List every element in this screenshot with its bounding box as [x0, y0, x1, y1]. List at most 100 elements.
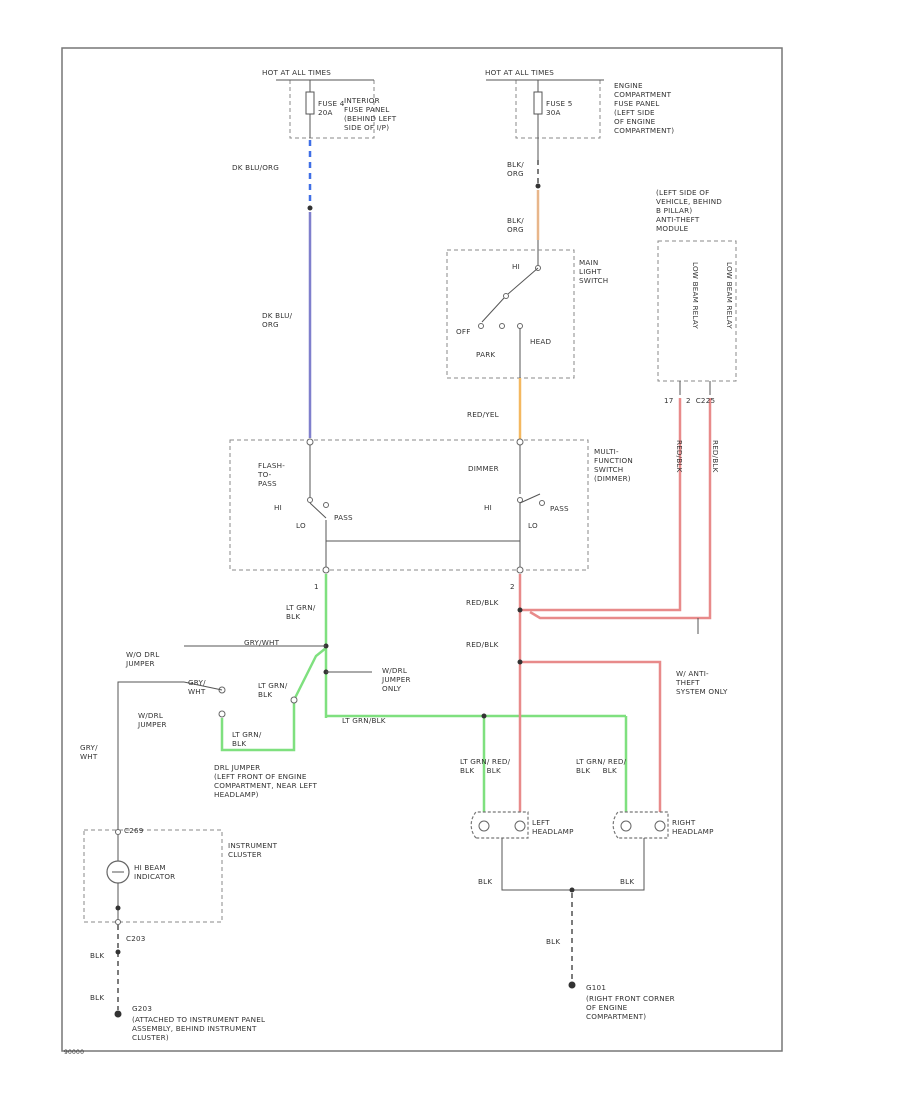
label-module-pin-a: LOW BEAM RELAY	[691, 262, 700, 329]
ground-g203	[114, 1010, 122, 1018]
instrument-cluster-box	[83, 829, 223, 923]
splice-dot-right-1	[535, 183, 541, 189]
text-line: TO-	[257, 470, 272, 479]
switch-contact-park	[499, 323, 505, 329]
label-wire-red-blk-antitheft-1: RED/BLK	[675, 440, 684, 473]
text-line: COMPARTMENT	[614, 90, 672, 99]
text-line: OF ENGINE	[586, 1003, 628, 1012]
switch-contact-off	[478, 323, 484, 329]
text-line: FUNCTION	[594, 456, 633, 465]
label-lo-right: LO	[528, 521, 538, 530]
text-line: DK BLU/	[262, 311, 293, 320]
label-blk-2: BLK	[90, 993, 104, 1002]
label-g-right-id: G101	[586, 983, 606, 992]
text-line: SWITCH	[594, 465, 623, 474]
left-headlamp-hi-filament	[514, 820, 526, 832]
ground-g101	[568, 981, 576, 989]
text-line: VEHICLE, BEHIND	[656, 197, 722, 206]
text-line: ONLY	[382, 684, 402, 693]
text-line: JUMPER	[381, 675, 411, 684]
label-footer-code: 90000	[64, 1049, 84, 1056]
switch-blade-lower	[481, 297, 505, 323]
text-line: JUMPER	[125, 659, 155, 668]
text-line: INTERIOR	[344, 96, 380, 105]
label-hi-right: HI	[484, 503, 492, 512]
text-line: (BEHIND LEFT	[344, 114, 397, 123]
label-pass-right: PASS	[550, 504, 569, 513]
mfs-flash-contact	[307, 497, 313, 503]
multi-function-switch-box	[229, 439, 589, 571]
label-hot-right: HOT AT ALL TIMES	[485, 68, 554, 77]
antitheft-module-box	[657, 240, 737, 382]
wire-gry-wht-left	[117, 681, 184, 832]
label-sw-hi: HI	[512, 262, 520, 271]
label-g-left-id: G203	[132, 1004, 152, 1013]
text-line: ASSEMBLY, BEHIND INSTRUMENT	[132, 1024, 257, 1033]
text-line: BLK	[258, 690, 272, 699]
cluster-input-pin	[115, 829, 121, 835]
text-line: (ATTACHED TO INSTRUMENT PANEL	[132, 1015, 265, 1024]
wo-drl-jumper-link	[183, 681, 223, 691]
text-line: W/O DRL	[126, 650, 159, 659]
text-line: THEFT	[675, 678, 700, 687]
text-line: FUSE 4	[318, 99, 345, 108]
text-line: DK BLU/ORG	[232, 163, 279, 172]
text-line: ORG	[262, 320, 279, 329]
text-line: INSTRUMENT	[228, 841, 278, 850]
label-module-pin-b: LOW BEAM RELAY	[725, 262, 734, 329]
label-wire-red-blk-1: RED/BLK	[466, 598, 499, 607]
text-line: SYSTEM ONLY	[676, 687, 728, 696]
mfs-dimmer-blade	[519, 493, 541, 504]
mfs-pass-contact-left	[323, 502, 329, 508]
label-right-hl-wires: LT GRN/ RED/BLK BLK	[576, 757, 627, 775]
text-line: BLK BLK	[576, 766, 617, 775]
label-module-pin-nums: 17 2 C225	[664, 396, 715, 405]
label-flash-to-pass: FLASH-TO-PASS	[257, 461, 285, 488]
text-line: ANTI-THEFT	[656, 215, 700, 224]
mfs-flash-blade	[309, 502, 327, 519]
text-line: BLK BLK	[460, 766, 501, 775]
label-dimmer: DIMMER	[468, 464, 499, 473]
text-line: FUSE PANEL	[614, 99, 660, 108]
text-line: W/DRL	[382, 666, 407, 675]
text-line: SIDE OF I/P)	[344, 123, 389, 132]
text-line: (LEFT FRONT OF ENGINE	[214, 772, 307, 781]
text-line: COMPARTMENT, NEAR LEFT	[214, 781, 317, 790]
switch-contact-head	[517, 323, 523, 329]
text-line: W/DRL	[138, 711, 163, 720]
text-line: LT GRN/	[232, 730, 262, 739]
text-line: HEADLAMP)	[214, 790, 259, 799]
label-c-label: C269	[124, 826, 144, 835]
label-wire-lt-grn-blk-h: LT GRN/BLK	[342, 716, 386, 725]
main-light-switch-box	[446, 249, 575, 379]
splice-red-2	[517, 659, 523, 665]
text-line: GRY/	[80, 743, 98, 752]
text-line: (LEFT SIDE	[614, 108, 655, 117]
label-pin-2: 2	[510, 582, 515, 591]
text-line: BLK	[232, 739, 246, 748]
text-line: FLASH-	[258, 461, 285, 470]
text-line: DRL JUMPER	[214, 763, 260, 772]
cluster-splice	[115, 905, 121, 911]
label-c203: C203	[126, 934, 146, 943]
right-headlamp-hi-filament	[654, 820, 666, 832]
drl-jumper-terminal-left	[218, 710, 226, 718]
text-line: FUSE 5	[546, 99, 573, 108]
label-wire-dk-blu-org-mid: DK BLU/ORG	[262, 311, 293, 329]
text-line: LEFT	[532, 818, 550, 827]
text-line: WHT	[80, 752, 98, 761]
label-sw-off: OFF	[456, 327, 471, 336]
text-line: INDICATOR	[134, 872, 175, 881]
text-line: COMPARTMENT)	[586, 1012, 646, 1021]
text-line: ENGINE	[614, 81, 643, 90]
